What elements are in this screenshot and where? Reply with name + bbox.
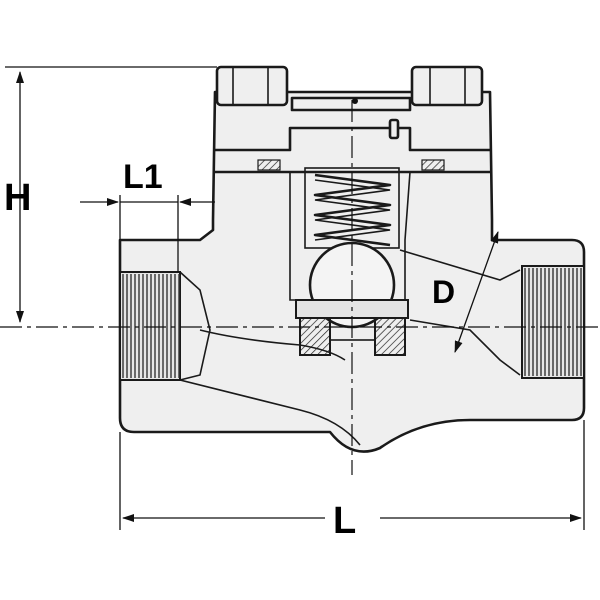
- dimension-l: L: [119, 420, 585, 542]
- left-thread: [119, 271, 181, 381]
- right-thread: [521, 265, 585, 379]
- dimension-l1: L1: [80, 158, 215, 272]
- dimension-h-label: H: [4, 177, 31, 219]
- dimension-d: D: [432, 231, 499, 353]
- dimension-h: H: [4, 66, 217, 323]
- dimension-d-label: D: [432, 274, 455, 310]
- dimension-l-label: L: [333, 500, 356, 542]
- bonnet: [215, 65, 490, 174]
- dimension-l1-label: L1: [123, 158, 163, 196]
